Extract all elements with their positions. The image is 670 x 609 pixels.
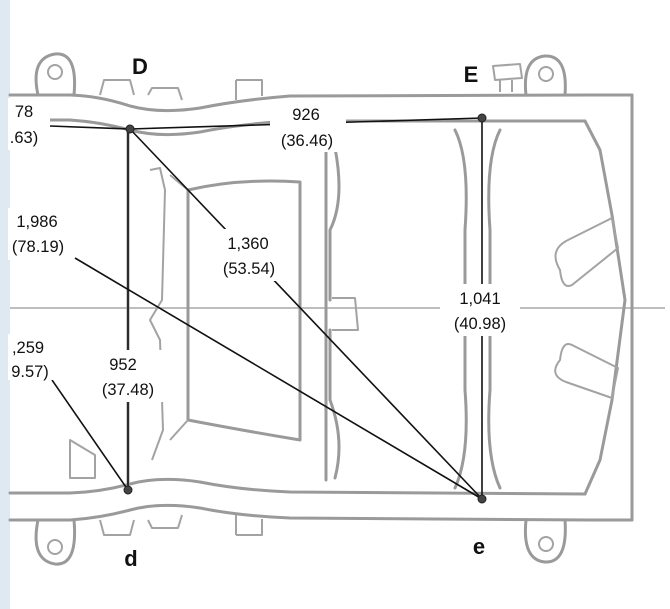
dimension-lines xyxy=(49,117,483,500)
dim-1041-mm: 1,041 xyxy=(459,290,500,308)
rear-panel-slot-upper xyxy=(554,217,619,287)
point-label-D: D xyxy=(132,54,148,79)
rear-right-mount-loop xyxy=(523,518,567,564)
front-bracket-upper-mid xyxy=(235,79,263,100)
dim-926-inch: (36.46) xyxy=(281,132,333,150)
dim-259-inch: 9.57) xyxy=(11,363,49,381)
measurement-label-952: 952 (37.48) xyxy=(88,350,168,402)
dim-926-mm: 926 xyxy=(292,106,320,124)
bottom-side-rail-outer xyxy=(8,503,634,522)
point-E-marker xyxy=(477,113,487,123)
measurement-label-926: 926 (36.46) xyxy=(270,100,346,152)
engine-crossmember xyxy=(186,179,302,442)
front-bracket-lower-left xyxy=(69,439,96,479)
rear-left-mount-loop xyxy=(523,54,567,97)
front-left-mount-loop xyxy=(34,52,77,97)
front-right-mount-loop xyxy=(34,518,77,566)
dim-1360-mm: 1,360 xyxy=(227,235,268,253)
measurement-label-78: 78 .63) xyxy=(8,98,50,150)
front-crossmember-inner xyxy=(149,167,166,461)
measurement-label-259: ,259 9.57) xyxy=(8,334,64,381)
rear-panel-slot-lower xyxy=(554,343,619,399)
dim-line-78 xyxy=(49,125,131,130)
front-bracket-bottom xyxy=(99,514,183,536)
dim-1986-inch: (78.19) xyxy=(12,238,64,256)
dim-line-259 xyxy=(51,379,129,491)
top-side-rail-inner xyxy=(8,118,587,137)
point-d-marker xyxy=(123,485,133,495)
measurement-label-1986: 1,986 (78.19) xyxy=(8,208,72,260)
hook-bracket xyxy=(492,63,523,92)
point-label-E: E xyxy=(464,62,479,87)
dim-78-mm: 78 xyxy=(15,103,33,121)
measurement-points xyxy=(123,113,487,504)
measurement-label-1360: 1,360 (53.54) xyxy=(212,229,286,281)
dim-1360-inch: (53.54) xyxy=(223,260,275,278)
front-bracket-top xyxy=(99,79,183,101)
rear-inner-panel xyxy=(583,119,627,496)
point-label-d: d xyxy=(124,546,137,571)
left-edge-strip xyxy=(0,0,10,609)
dim-259-mm: ,259 xyxy=(12,339,44,357)
dim-952-inch: (37.48) xyxy=(102,381,154,399)
point-e-marker xyxy=(477,494,487,504)
center-crossmember xyxy=(324,133,341,482)
top-side-rail xyxy=(8,93,634,113)
dim-1041-inch: (40.98) xyxy=(454,315,506,333)
dim-line-1360 xyxy=(129,128,483,500)
bottom-side-rail xyxy=(8,477,587,496)
center-mount xyxy=(332,297,359,331)
dim-952-mm: 952 xyxy=(109,356,137,374)
measurement-label-1041: 1,041 (40.98) xyxy=(440,284,520,336)
point-D-marker xyxy=(125,124,135,134)
point-label-e: e xyxy=(473,534,485,559)
dim-1986-mm: 1,986 xyxy=(16,213,57,231)
front-bracket-lower-mid xyxy=(235,515,263,536)
dim-78-inch: .63) xyxy=(10,129,38,147)
dim-line-1986 xyxy=(74,257,483,500)
